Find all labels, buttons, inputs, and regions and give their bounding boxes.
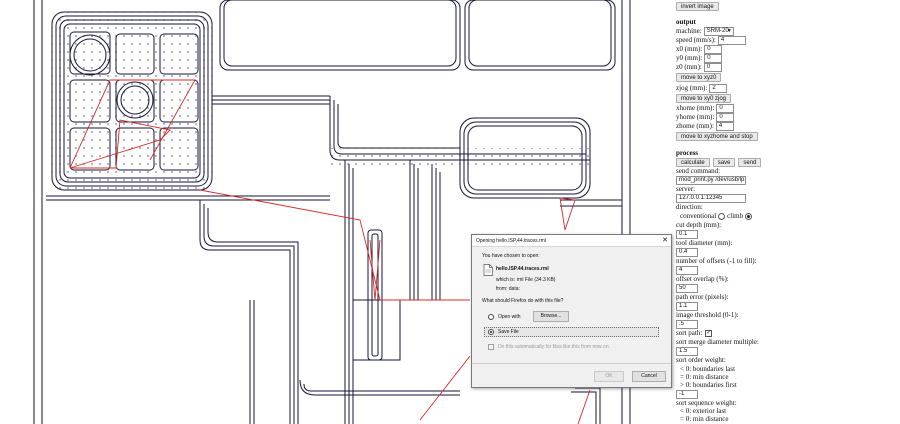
which-is-value: rml File (34.3 KB): [516, 277, 556, 283]
ok-button[interactable]: OK: [594, 371, 624, 382]
seq-lt0-text: < 0: exterior last: [680, 407, 727, 415]
auto-checkbox[interactable]: [488, 344, 494, 350]
overlap-input[interactable]: 50: [676, 283, 698, 293]
calculate-button[interactable]: calculate: [676, 157, 710, 167]
from-label: from:: [496, 286, 508, 292]
offsets-label: number of offsets (-1 to fill):: [676, 257, 757, 265]
y0-label: y0 (mm):: [676, 54, 703, 62]
image-threshold-input[interactable]: .5: [676, 319, 698, 329]
move-xyz0-button[interactable]: move to xyz0: [676, 72, 722, 82]
order-gt0-text: > 0: boundaries first: [680, 381, 737, 389]
toolpath-canvas[interactable]: [0, 0, 665, 424]
output-heading: output: [676, 18, 696, 26]
open-with-radio[interactable]: [488, 314, 494, 320]
sort-order-label: sort order weight:: [676, 356, 726, 364]
yhome-input[interactable]: 0: [716, 112, 735, 122]
save-file-label[interactable]: Save File: [498, 329, 519, 335]
sort-path-label: sort path:: [676, 329, 703, 337]
cancel-button[interactable]: Cancel: [632, 371, 666, 382]
path-error-input[interactable]: 1.1: [676, 301, 698, 311]
trace-group-lower: [199, 200, 299, 424]
dialog-title: Opening hello.ISP.44.traces.rml: [476, 238, 546, 244]
cut-depth-input[interactable]: 0.1: [676, 229, 698, 239]
image-threshold-label: image threshold (0-1):: [676, 311, 739, 319]
dialog-divider: [472, 363, 671, 364]
control-panel: invert image output machine: SRM-20▼ spe…: [666, 0, 900, 424]
yhome-label: yhome (mm):: [676, 113, 715, 121]
save-file-radio[interactable]: [488, 329, 494, 335]
save-button[interactable]: save: [712, 157, 736, 167]
sort-path-checkbox[interactable]: ✓: [705, 329, 713, 337]
climb-radio[interactable]: [745, 212, 753, 220]
close-icon[interactable]: ✕: [662, 237, 668, 244]
move-home-button[interactable]: move to xyzhome and stop: [676, 131, 758, 141]
trace-group-top-right: [212, 0, 616, 105]
server-label: server:: [676, 185, 696, 193]
machine-value: SRM-20: [706, 27, 729, 34]
path-error-label: path error (pixels):: [676, 293, 729, 301]
save-file-option[interactable]: [484, 327, 659, 337]
auto-label: Do this automatically for files like thi…: [498, 344, 610, 350]
send-button[interactable]: send: [738, 157, 762, 167]
open-with-label[interactable]: Open with: [498, 314, 521, 320]
direction-label: direction:: [676, 203, 703, 211]
tool-diameter-label: tool diameter (mm):: [676, 239, 733, 247]
z0-label: z0 (mm):: [676, 63, 702, 71]
zhome-label: zhome (mm):: [676, 122, 714, 130]
order-lt0-text: < 0: boundaries last: [680, 365, 736, 373]
zjog-input[interactable]: 2: [709, 83, 728, 93]
chosen-text: You have chosen to open:: [482, 253, 540, 259]
xhome-label: xhome (mm):: [676, 104, 715, 112]
rapid-move-paths: [69, 79, 591, 424]
file-open-dialog: Opening hello.ISP.44.traces.rml ✕ You ha…: [471, 234, 672, 388]
z0-input[interactable]: 0: [703, 62, 722, 72]
sort-sequence-label: sort sequence weight:: [676, 399, 737, 407]
process-heading: process: [676, 149, 699, 157]
climb-label: climb: [727, 212, 744, 220]
dialog-titlebar[interactable]: Opening hello.ISP.44.traces.rml ✕: [472, 235, 671, 247]
move-xy0-zjog-button[interactable]: move to xy0 zjog: [676, 93, 732, 103]
zhome-input[interactable]: 4: [715, 121, 734, 131]
send-command-label: send command:: [676, 167, 721, 175]
seq-eq0-text: = 0: min distance: [680, 415, 729, 423]
tool-diameter-input[interactable]: 0.4: [676, 247, 698, 257]
machine-label: machine:: [676, 27, 702, 35]
offsets-input[interactable]: 4: [676, 265, 698, 275]
dialog-filename: hello.ISP.44.traces.rml: [496, 266, 549, 272]
which-is-label: which is:: [496, 277, 516, 283]
order-eq0-text: = 0: min distance: [680, 373, 729, 381]
toolpath-svg: [33, 0, 631, 424]
send-command-input[interactable]: mod_print.py /dev/usb/lp1 ;: [676, 175, 746, 185]
dialog-question: What should Firefox do with this file?: [482, 298, 564, 304]
cut-depth-label: cut depth (mm):: [676, 221, 722, 229]
x0-input[interactable]: 0: [704, 44, 723, 54]
from-value: data:: [508, 286, 520, 292]
x0-label: x0 (mm):: [676, 45, 703, 53]
overlap-label: offset overlap (%):: [676, 275, 729, 283]
conventional-label: conventional: [680, 212, 717, 220]
file-icon: [483, 264, 493, 276]
browse-button[interactable]: Browse...: [533, 311, 569, 322]
y0-input[interactable]: 0: [704, 53, 723, 63]
speed-input[interactable]: 4: [717, 35, 746, 45]
invert-image-button[interactable]: invert image: [676, 1, 719, 11]
zjog-label: zjog (mm):: [676, 84, 708, 92]
speed-label: speed (mm/s):: [676, 36, 716, 44]
server-input[interactable]: 127.0.0.1:12345: [676, 193, 746, 203]
conventional-radio[interactable]: [718, 212, 726, 220]
chevron-down-icon: ▼: [726, 27, 732, 34]
sort-merge-input[interactable]: 1.5: [676, 346, 698, 356]
sort-merge-label: sort merge diameter multiple:: [676, 338, 759, 346]
xhome-input[interactable]: 0: [716, 103, 735, 113]
machine-select[interactable]: SRM-20▼: [703, 26, 734, 36]
sort-order-input[interactable]: -1: [676, 389, 698, 399]
